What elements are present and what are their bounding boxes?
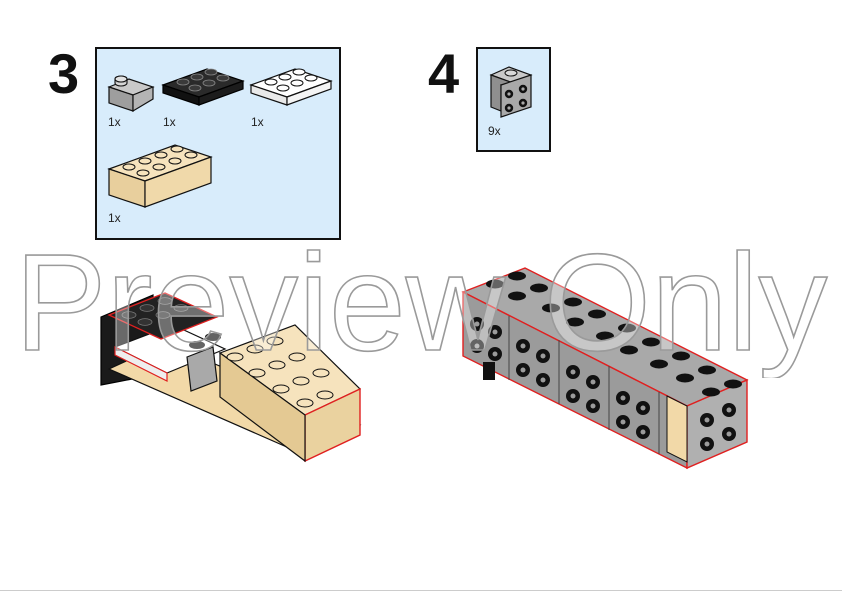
step-4-assembly-illustration xyxy=(461,267,749,470)
gray-curved-slope-part xyxy=(107,75,155,113)
tan-brick-part xyxy=(107,144,213,208)
black-plate-part xyxy=(161,68,245,106)
step-4-number: 4 xyxy=(428,42,460,105)
gray-bracket-part xyxy=(489,66,533,118)
black-plate-qty: 1x xyxy=(163,115,176,129)
white-plate-qty: 1x xyxy=(251,115,264,129)
page-bottom-rule xyxy=(0,590,842,591)
gray-bracket-qty: 9x xyxy=(488,124,501,138)
step-4-parts-callout: 9x xyxy=(476,47,551,152)
tan-brick-qty: 1x xyxy=(108,211,121,225)
step-3-number: 3 xyxy=(48,42,80,105)
white-plate-part xyxy=(249,68,333,106)
step-3-parts-callout: 1x 1x 1x xyxy=(95,47,341,240)
step-3-assembly-illustration xyxy=(100,292,362,463)
gray-slope-qty: 1x xyxy=(108,115,121,129)
